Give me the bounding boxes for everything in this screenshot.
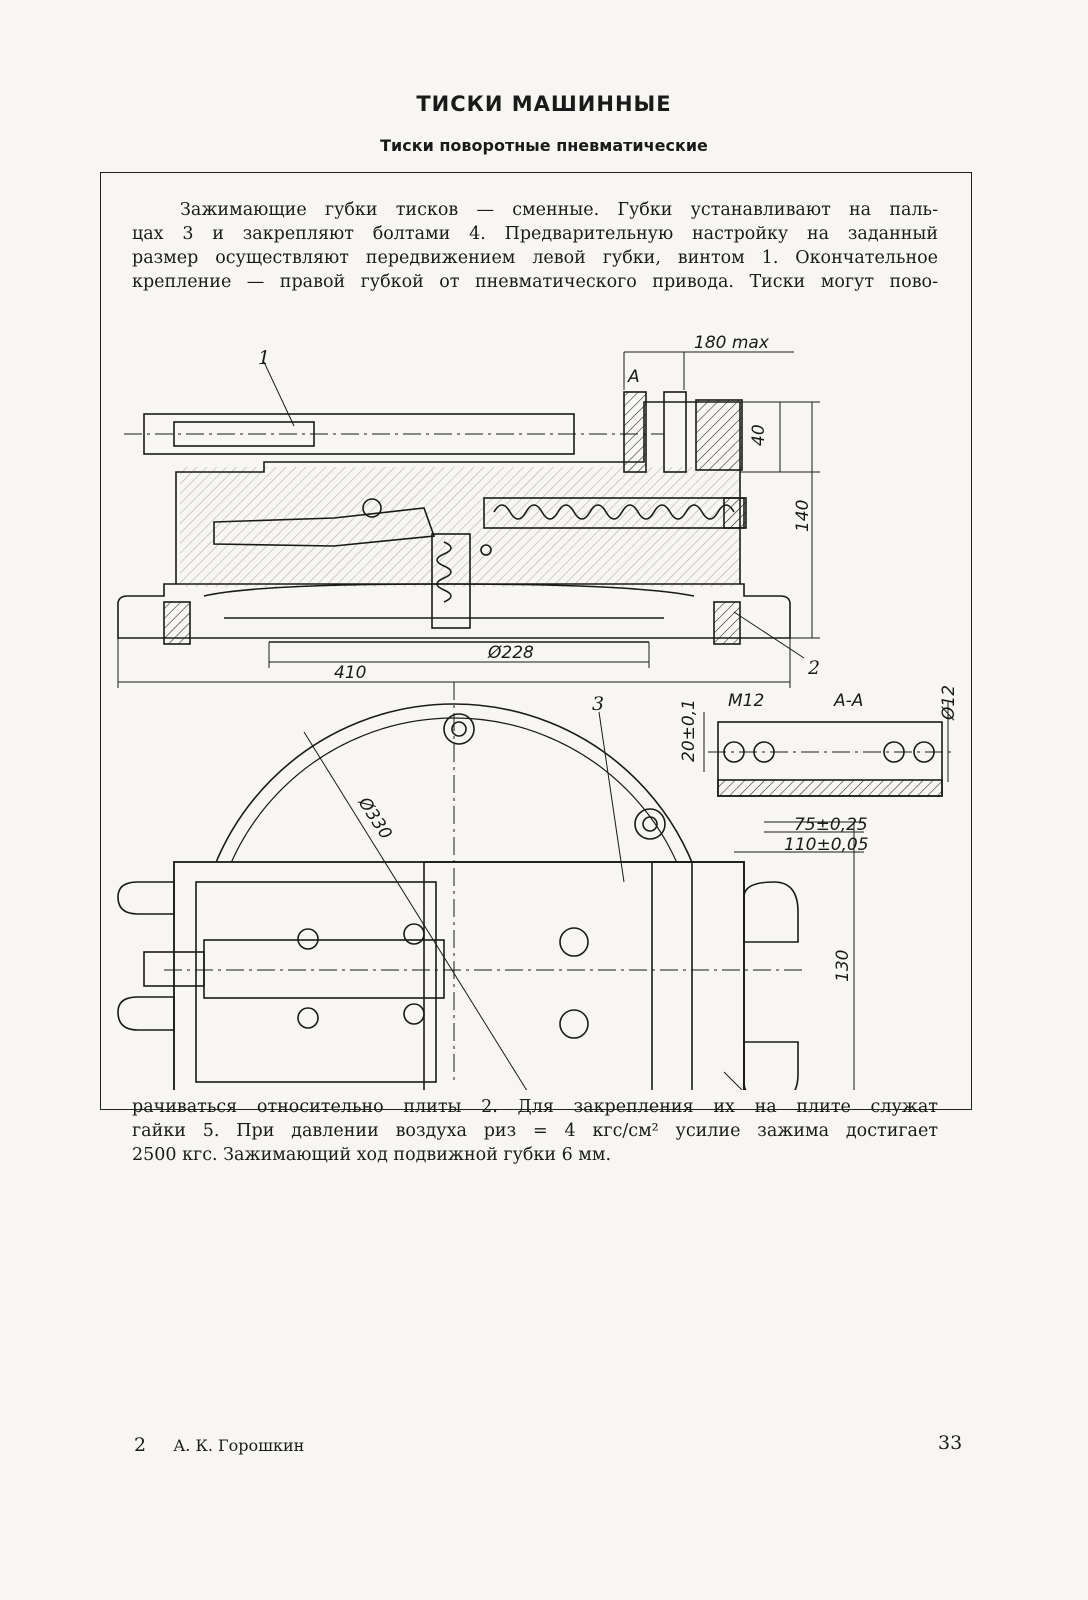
page-title: ТИСКИ МАШИННЫЕ (416, 92, 672, 116)
closing-paragraph: рачиваться относительно плиты 2. Для зак… (132, 1095, 938, 1167)
text-line: гайки 5. При давлении воздуха pиз = 4 кг… (132, 1121, 938, 1141)
callout-2: 2 (807, 657, 820, 679)
technical-drawing: 180 max 40 140 Ø228 410 Ø330 130 M12 A-A… (117, 333, 959, 1090)
dim-410: 410 (334, 663, 366, 683)
dim-180: 180 max (694, 333, 770, 353)
text-line: цах 3 и закрепляют болтами 4. Предварите… (132, 224, 938, 244)
text-line: размер осуществляют передвижением левой … (132, 248, 938, 268)
cut-mark: A (627, 367, 640, 387)
footer-left: 2 А. К. Горошкин (134, 1434, 304, 1456)
text-line: 2500 кгс. Зажимающий ход подвижной губки… (132, 1145, 612, 1165)
dim-330: Ø330 (353, 793, 395, 843)
page-number: 33 (938, 1432, 963, 1454)
callout-1: 1 (258, 347, 270, 369)
callout-3: 3 (592, 693, 604, 715)
dim-75: 75±0,25 (794, 815, 868, 835)
dim-130: 130 (833, 950, 853, 982)
dim-40: 40 (749, 424, 769, 446)
signature-mark: 2 (134, 1434, 147, 1456)
text-line: рачиваться относительно плиты 2. Для зак… (132, 1097, 938, 1117)
dim-140: 140 (793, 500, 813, 532)
dim-228: Ø228 (487, 643, 534, 663)
text-line: Зажимающие губки тисков — сменные. Губки… (180, 200, 938, 220)
dim-110: 110±0,05 (784, 835, 869, 855)
plan-view (117, 682, 954, 1090)
content-frame (100, 172, 972, 1110)
page-subtitle: Тиски поворотные пневматические (380, 136, 708, 155)
intro-paragraph: Зажимающие губки тисков — сменные. Губки… (132, 198, 938, 294)
section-view (117, 391, 791, 645)
section-label: A-A (833, 691, 863, 711)
dim-12: Ø12 (939, 685, 959, 721)
dim-m12: M12 (728, 691, 764, 711)
author-name: А. К. Горошкин (173, 1436, 305, 1455)
dim-20: 20±0,1 (679, 699, 699, 762)
text-line: крепление — правой губкой от пневматичес… (132, 272, 938, 292)
